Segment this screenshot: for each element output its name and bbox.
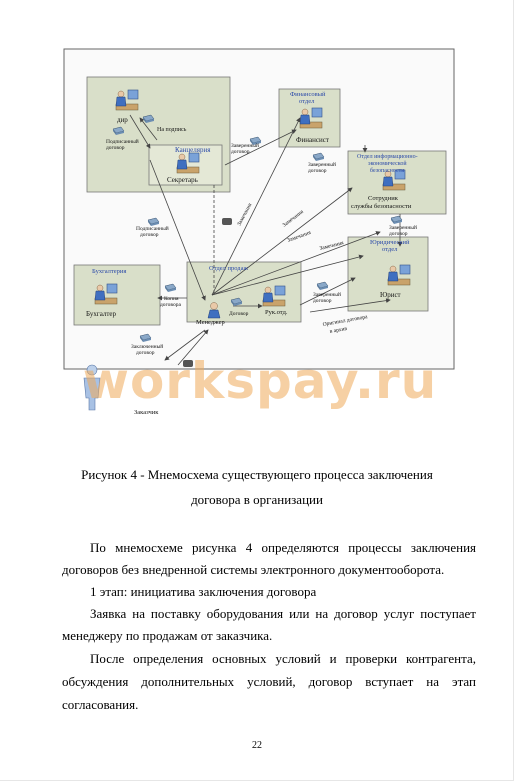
copy-contract-label-1: Копия: [164, 296, 179, 302]
certified-contract-label-2: договор: [231, 149, 250, 155]
concluded-contract-label-1: Заключенный: [131, 343, 163, 350]
finance-title-2: отдел: [299, 98, 315, 105]
contract-label: Договор: [229, 311, 249, 317]
accountant-label: Бухгалтер: [86, 310, 117, 318]
paragraph-2: 1 этап: инициатива заключения договора: [90, 584, 317, 599]
paragraph-4-line-2: обсуждения дополнительных условий, догов…: [62, 674, 476, 689]
signed-contract-label-2: договор: [106, 145, 125, 151]
certified-contract-4-label-2: договор: [313, 298, 332, 304]
signed-contract-b-label-1: Подписанный: [136, 225, 169, 232]
secretary-label: Секретарь: [167, 176, 198, 184]
certified-contract-3-label-2: договор: [389, 231, 408, 237]
manager-icon: [207, 302, 221, 319]
paragraph-1-line-1: По мнемосхеме рисунка 4 определяются про…: [90, 540, 476, 555]
figure-caption-line-2: договора в организации: [191, 492, 323, 507]
security-employee-label-2: службы безопасности: [351, 203, 412, 210]
paragraph-3-line-1: Заявка на поставку оборудования или на д…: [90, 606, 476, 621]
concluded-contract-label-2: договор: [136, 350, 155, 356]
watermark: workspay.ru: [82, 352, 438, 410]
financier-label: Финансист: [296, 136, 329, 144]
customer-icon: [83, 364, 101, 411]
paragraph-4-line-1: После определения основных условий и про…: [90, 651, 476, 666]
mnemonic-diagram: дир На подпись Подписанный договор Канце…: [63, 48, 455, 416]
certified-contract-label-1: Заверенный: [231, 142, 259, 149]
signed-contract-b-label-2: договор: [140, 232, 159, 238]
finance-title-1: Финансовый: [290, 91, 326, 98]
phone-icon: [183, 218, 232, 367]
accounting-box: [73, 264, 161, 326]
office-title: Канцелярия: [175, 146, 211, 154]
sales-title: Отдел продаж: [209, 265, 248, 272]
security-title-1: Отдел информационно-: [357, 153, 418, 160]
lawyer-label: Юрист: [380, 291, 401, 299]
signed-contract-label-1: Подписанный: [106, 138, 139, 145]
copy-contract-label-2: договора: [160, 302, 181, 308]
paragraph-1-line-2: договоров без внедренной системы электро…: [62, 562, 445, 577]
paragraph-3-line-2: менеджеру по продажам от заказчика.: [62, 628, 273, 643]
security-box: [347, 150, 447, 215]
certified-contract-2-label-2: договор: [308, 168, 327, 174]
accounting-title: Бухгалтерия: [92, 268, 126, 275]
customer-label: Заказчик: [134, 409, 159, 416]
legal-title-1: Юридический: [370, 239, 410, 246]
director-label: дир: [117, 116, 128, 124]
certified-contract-4-label-1: Заверенный: [313, 291, 341, 298]
not-signed-label: На подпись: [157, 127, 187, 133]
security-employee-label-1: Сотрудник: [368, 195, 399, 202]
manager-label: Менеджер: [196, 319, 225, 326]
figure-caption-line-1: Рисунок 4 - Мнемосхема существующего про…: [81, 467, 433, 482]
original-archive-label-2: в архив: [329, 326, 348, 335]
certified-contract-3-label-1: Заверенный: [389, 224, 417, 231]
legal-title-2: отдел: [382, 246, 398, 253]
security-title-2: экономической: [368, 160, 407, 167]
head-label: Рук.отд.: [265, 309, 288, 316]
page-number: 22: [252, 740, 262, 751]
remark-label-4: Замечания: [319, 240, 345, 252]
certified-contract-2-label-1: Заверенный: [308, 161, 336, 168]
security-title-3: безопасности: [370, 167, 405, 174]
paragraph-4-line-3: согласования.: [62, 697, 139, 712]
